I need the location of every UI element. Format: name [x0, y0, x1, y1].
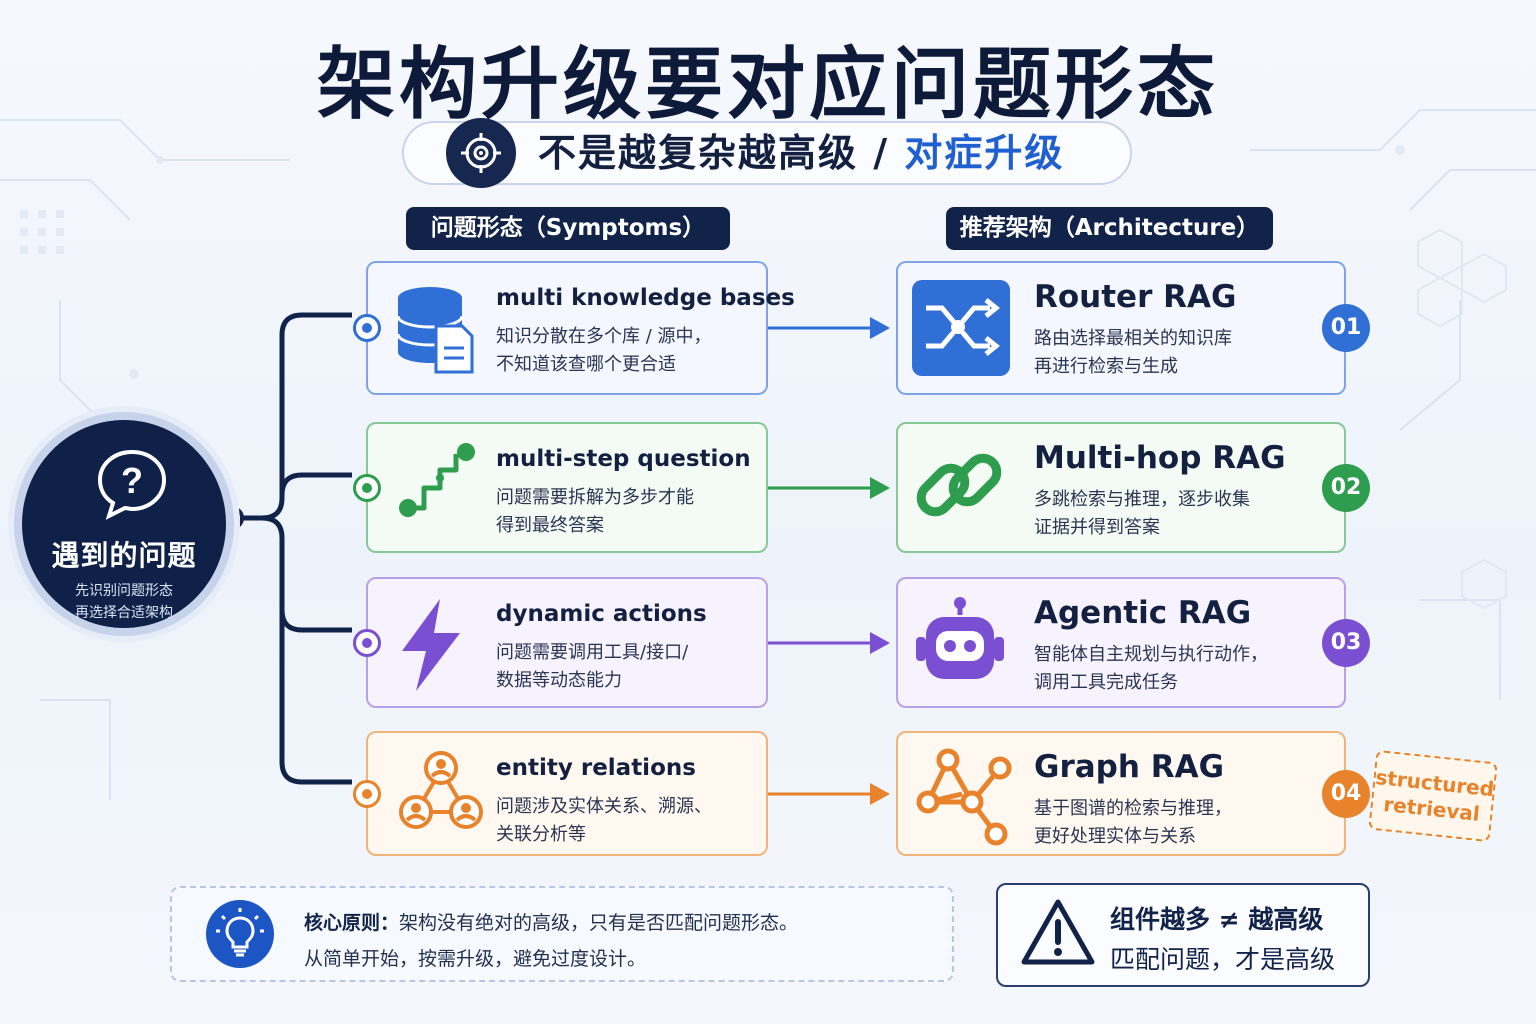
symptom-desc-line: 知识分散在多个库 / 源中，: [496, 326, 712, 347]
step-number-badge: 03: [1322, 618, 1370, 667]
problem-title: 遇到的问题: [51, 539, 197, 572]
step-number-badge: 01: [1322, 304, 1370, 352]
architecture-title: Multi-hop RAG: [1034, 440, 1286, 476]
page-title: 架构升级要对应问题形态: [316, 40, 1219, 130]
architecture-description: 多跳检索与推理，逐步收集 证据并得到答案: [1034, 486, 1250, 542]
architecture-header: 推荐架构（Architecture）: [946, 207, 1273, 250]
symptoms-header: 问题形态（Symptoms）: [406, 207, 730, 250]
arrow-connector: [768, 476, 890, 499]
target-icon: [446, 118, 516, 188]
subtitle: 不是越复杂越高级 / 对症升级: [538, 128, 1064, 178]
symptom-desc-line: 数据等动态能力: [496, 670, 622, 691]
symptom-title: entity relations: [496, 755, 696, 781]
subtitle-pill: [402, 121, 1132, 185]
architecture-desc-line: 证据并得到答案: [1034, 517, 1160, 538]
symptom-connector-dot: [353, 628, 381, 657]
symptom-title: multi-step question: [496, 446, 751, 472]
principle-text-2: 从简单开始，按需升级，避免过度设计。: [304, 948, 647, 970]
architecture-desc-line: 更好处理实体与关系: [1034, 826, 1196, 847]
principle-box: [170, 886, 954, 982]
symptom-desc-line: 问题涉及实体关系、溯源、: [496, 796, 712, 817]
architecture-desc-line: 多跳检索与推理，逐步收集: [1034, 489, 1250, 510]
symptom-desc-line: 不知道该查哪个更合适: [496, 354, 676, 375]
symptom-desc-line: 问题需要调用工具/接口/: [496, 642, 689, 663]
principle-label: 核心原则：: [304, 912, 400, 934]
symptom-title: dynamic actions: [496, 601, 707, 627]
arrow-connector: [768, 782, 890, 805]
symptom-card-4: [366, 731, 768, 856]
problem-subtext: 先识别问题形态 再选择合适架构: [22, 580, 226, 624]
symptom-description: 知识分散在多个库 / 源中， 不知道该查哪个更合适: [496, 323, 712, 379]
arrow-connector: [768, 631, 890, 654]
structured-retrieval-stamp: structured retrieval: [1368, 749, 1498, 843]
problem-circle: ? 遇到的问题 先识别问题形态 再选择合适架构: [14, 412, 234, 636]
architecture-desc-line: 调用工具完成任务: [1034, 672, 1178, 693]
symptom-connector-dot: [353, 779, 381, 808]
symptom-title: multi knowledge bases: [496, 285, 795, 311]
principle-text-1: 架构没有绝对的高级，只有是否匹配问题形态。: [399, 912, 799, 934]
shuffle-router-icon: [912, 280, 1010, 380]
subtitle-main: 不是越复杂越高级 /: [538, 131, 905, 175]
chain-link-icon: [912, 440, 1006, 534]
symptom-desc-line: 得到最终答案: [496, 515, 604, 536]
architecture-description: 基于图谱的检索与推理， 更好处理实体与关系: [1034, 795, 1232, 851]
people-network-icon: [396, 748, 486, 836]
lightning-icon: [396, 597, 466, 697]
symptom-description: 问题涉及实体关系、溯源、 关联分析等: [496, 793, 712, 849]
architecture-desc-line: 智能体自主规划与执行动作，: [1034, 644, 1268, 665]
steps-icon: [396, 442, 480, 526]
architecture-desc-line: 再进行检索与生成: [1034, 356, 1178, 377]
architecture-description: 路由选择最相关的知识库 再进行检索与生成: [1034, 325, 1232, 381]
step-number-badge: 04: [1322, 769, 1370, 818]
question-bubble-icon: ?: [97, 449, 167, 520]
step-number-badge: 02: [1322, 463, 1370, 512]
warning-line-2: 匹配问题，才是高级: [1110, 945, 1336, 974]
graph-icon: [912, 746, 1012, 854]
warning-triangle-icon: [1021, 899, 1095, 965]
database-icon: [396, 282, 480, 378]
symptom-desc-line: 问题需要拆解为多步才能: [496, 487, 694, 508]
subtitle-highlight: 对症升级: [904, 131, 1065, 175]
symptom-desc-line: 关联分析等: [496, 824, 586, 845]
robot-icon: [912, 595, 1008, 693]
symptom-description: 问题需要调用工具/接口/ 数据等动态能力: [496, 639, 688, 695]
lightbulb-icon: [206, 900, 274, 968]
problem-line-2: 再选择合适架构: [75, 605, 173, 621]
symptom-description: 问题需要拆解为多步才能 得到最终答案: [496, 484, 694, 540]
symptom-connector-dot: [353, 314, 381, 342]
symptom-connector-dot: [353, 473, 381, 502]
architecture-title: Agentic RAG: [1034, 595, 1252, 631]
architecture-title: Router RAG: [1034, 279, 1237, 315]
architecture-desc-line: 路由选择最相关的知识库: [1034, 328, 1232, 349]
problem-line-1: 先识别问题形态: [75, 583, 173, 599]
architecture-desc-line: 基于图谱的检索与推理，: [1034, 798, 1232, 819]
warning-line-1: 组件越多 ≠ 越高级: [1110, 905, 1324, 934]
architecture-title: Graph RAG: [1034, 749, 1225, 785]
architecture-description: 智能体自主规划与执行动作， 调用工具完成任务: [1034, 641, 1268, 697]
svg-text:?: ?: [121, 460, 143, 501]
principle-line-1: 核心原则：架构没有绝对的高级，只有是否匹配问题形态。: [304, 908, 798, 935]
arrow-connector: [768, 317, 890, 339]
